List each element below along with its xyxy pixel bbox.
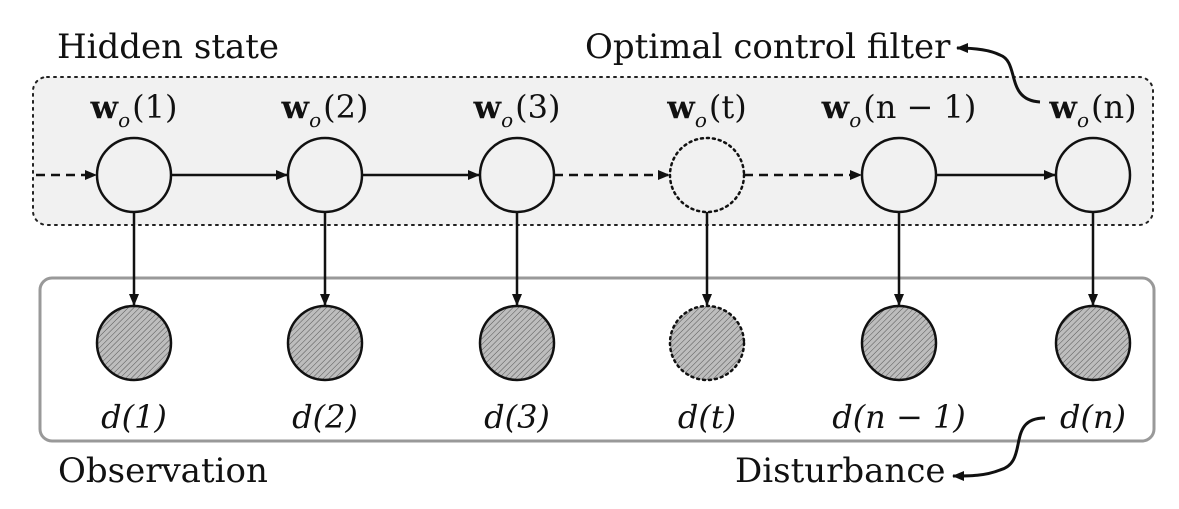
observation-node [95, 304, 173, 382]
observation-label: d(n − 1) [832, 398, 966, 436]
observation-node [478, 304, 556, 382]
observation-panel [38, 276, 1156, 443]
hidden-state-node [286, 136, 364, 214]
observation-label: d(1) [101, 398, 167, 436]
edges-layer [36, 170, 1098, 306]
observation-label: d(3) [484, 398, 550, 436]
optimal-control-filter-label: Optimal control filter [585, 27, 951, 67]
hidden-state-node [668, 136, 746, 214]
hidden-state-node [478, 136, 556, 214]
disturbance-label: Disturbance [735, 451, 946, 491]
observation-label: d(t) [678, 398, 736, 436]
observation-node [860, 304, 938, 382]
hidden-state-label: wo(n − 1) [821, 88, 977, 132]
observation-label: d(n) [1060, 398, 1126, 436]
hidden-state-label: Hidden state [57, 27, 279, 67]
observation-node [1054, 304, 1132, 382]
observation-label: Observation [58, 451, 268, 491]
observation-node [668, 304, 746, 382]
hidden-state-label: wo(2) [281, 88, 369, 132]
disturbance-pointer [952, 416, 1046, 481]
nodes-layer [95, 136, 1132, 382]
hidden-state-node [95, 136, 173, 214]
observation-node [286, 304, 364, 382]
hidden-state-label: wo(3) [473, 88, 561, 132]
hidden-state-node [1054, 136, 1132, 214]
hidden-state-node [860, 136, 938, 214]
labels-layer: wo(1) wo(2) wo(3) wo(t) wo(n − 1) wo(n) d(1) d(… [90, 88, 1137, 436]
hidden-state-panel [32, 76, 1154, 226]
observation-label: d(2) [292, 398, 358, 436]
hidden-state-label: wo(n) [1048, 88, 1136, 132]
hidden-state-label: wo(t) [666, 88, 746, 132]
hidden-state-label: wo(1) [90, 88, 178, 132]
optimal-control-filter-pointer [956, 43, 1041, 104]
